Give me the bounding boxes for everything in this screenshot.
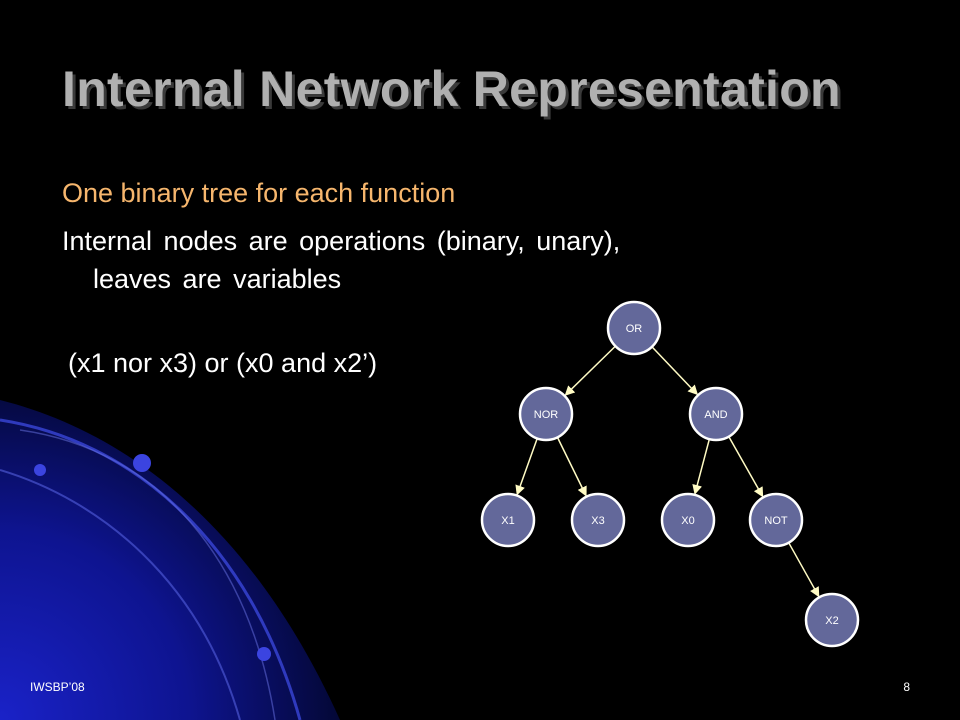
tree-node-label: NOR (534, 409, 559, 421)
boolean-expression: (x1 nor x3) or (x0 and x2’) (68, 348, 378, 378)
tree-node-x1: X1 (480, 492, 536, 548)
tree-node-and: AND (688, 386, 744, 442)
tree-node-x0: X0 (660, 492, 716, 548)
tree-edge-not-x2 (788, 543, 820, 598)
swoosh-line (0, 469, 241, 720)
tree-edge-or-and (652, 347, 699, 396)
tree-node-circle (804, 592, 860, 648)
tree-node-x2: X2 (804, 592, 860, 648)
decorative-dot (133, 454, 151, 472)
tree-node-nor: NOR (518, 386, 574, 442)
tree-node-label: AND (704, 409, 727, 421)
tree-node-circle (480, 492, 536, 548)
tree-node-circle (748, 492, 804, 548)
tree-edge-and-x0 (692, 439, 710, 495)
tree-node-label: OR (626, 323, 643, 335)
bullet-internal-nodes: Internal nodes are operations (binary, u… (62, 222, 620, 298)
tree-edge-and-not (728, 437, 764, 498)
tree-node-circle (660, 492, 716, 548)
footer-page-number: 8 (903, 680, 910, 694)
bullet-internal-nodes-line1: Internal nodes are operations (binary, u… (62, 226, 621, 256)
tree-node-label: NOT (764, 515, 788, 527)
tree-node-label: X2 (825, 615, 838, 627)
slide-title: Internal Network Representation (62, 61, 841, 117)
tree-node-label: X3 (591, 515, 604, 527)
blue-glow-shape (0, 400, 340, 720)
tree-node-circle (570, 492, 626, 548)
decorative-dot (34, 464, 46, 476)
decorative-dot (257, 647, 271, 661)
tree-node-not: NOT (748, 492, 804, 548)
tree-node-circle (518, 386, 574, 442)
tree-node-label: X0 (681, 515, 694, 527)
footer-conference-label: IWSBP’08 (30, 680, 85, 694)
tree-edge-or-nor (564, 346, 616, 396)
tree-node-circle (688, 386, 744, 442)
bullet-internal-nodes-line2: leaves are variables (93, 264, 342, 294)
tree-node-label: X1 (501, 515, 514, 527)
bullet-one-tree-per-function: One binary tree for each function (62, 178, 456, 208)
tree-edge-nor-x1 (515, 439, 538, 496)
tree-node-x3: X3 (570, 492, 626, 548)
tree-node-or: OR (606, 300, 662, 356)
tree-edge-nor-x3 (557, 437, 587, 497)
tree-node-circle (606, 300, 662, 356)
